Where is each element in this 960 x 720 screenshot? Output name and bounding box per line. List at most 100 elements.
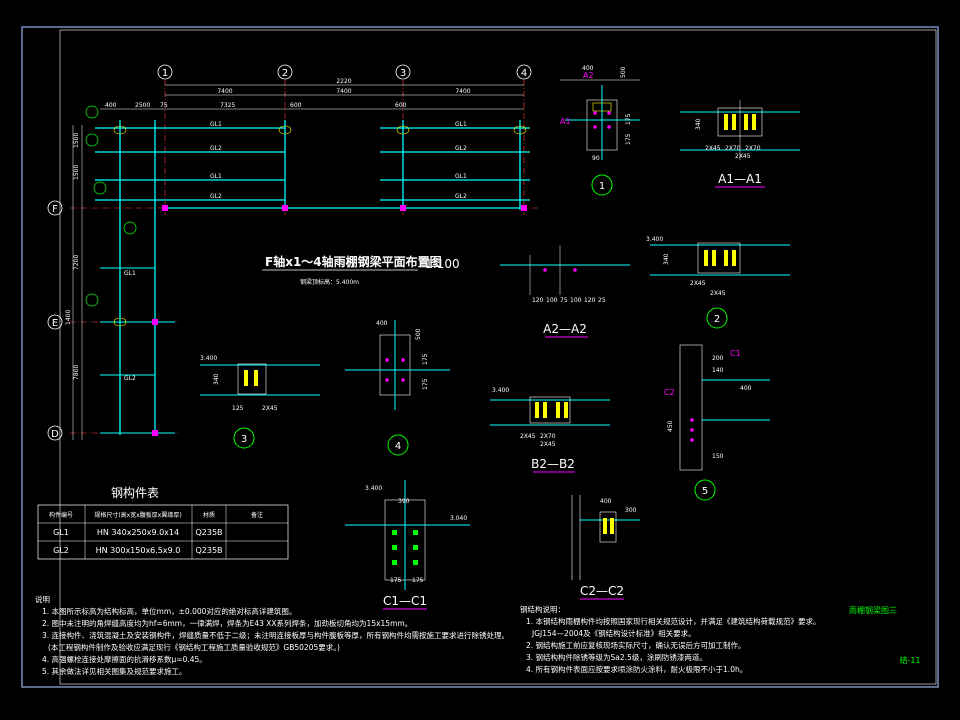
detail-3-number: 3: [241, 434, 247, 445]
beam-label: GL2: [210, 145, 222, 152]
vert-dim-3: 7200: [73, 255, 80, 270]
detail-5: 200 140 400 450 150 C1 C2 5: [664, 344, 770, 501]
detail-2-dim: 3.400: [646, 236, 663, 243]
span-dim-2: 7400: [336, 88, 351, 95]
steel-member-table: 钢构件表 构件编号 规格尺寸(高x宽x腹板厚x翼缘厚) 材质 备注 GL1 HN…: [37, 485, 289, 560]
section-a2a2: 120 100 75 100 120 25 A2—A2: [500, 245, 630, 338]
notes-left-line: (本工程钢构件制作及验收应满足现行《钢结构工程施工质量验收规范》GB50205要…: [48, 642, 340, 652]
detail-2: 3.400 340 2X45 2X45 2: [646, 236, 790, 329]
notes-right-heading: 钢结构说明：: [520, 604, 565, 614]
b2b2-dim: 2X70: [540, 433, 556, 440]
beam-label: GL2: [455, 145, 467, 152]
table-header: 构件编号: [49, 511, 73, 519]
detail-1-dim: 500: [620, 66, 627, 78]
table-header: 规格尺寸(高x宽x腹板厚x翼缘厚): [94, 511, 181, 519]
row-label-d: D: [51, 429, 59, 440]
detail-1-number: 1: [599, 181, 605, 192]
a2a2-dim: 120: [584, 297, 596, 304]
beam-label: GL1: [455, 121, 467, 128]
title-block: 雨棚钢梁图三 结-11: [849, 605, 921, 665]
c2c2-label: C2—C2: [580, 584, 624, 598]
c1c1-dim: 3.400: [365, 485, 382, 492]
section-b2b2: 3.400 2X45 2X70 2X45 B2—B2: [490, 387, 610, 473]
beam-label: GL2: [455, 193, 467, 200]
detail-4-dim: 500: [415, 328, 422, 340]
b2b2-dim: 3.400: [492, 387, 509, 394]
plan-subtitle: 钢梁顶标高：5.400m: [300, 278, 359, 286]
plan-view: 1 2 3 4 F E D 2220 7400 7400 7400 400 25…: [47, 64, 540, 441]
notes-left-line: 1. 本图所示标高为结构标高，单位mm，±0.000对应的绝对标高详建筑图。: [42, 606, 296, 616]
detail-2-number: 2: [714, 314, 720, 325]
a2a2-dim: 100: [570, 297, 582, 304]
detail-5-number: 5: [702, 486, 708, 497]
axis-label-2: 2: [282, 68, 288, 79]
detail-3-dim: 3.400: [200, 355, 217, 362]
marker-c2: C2: [664, 388, 675, 397]
a2a2-dim: 25: [598, 297, 606, 304]
a2a2-dim: 120: [532, 297, 544, 304]
drawing-name: 雨棚钢梁图三: [849, 605, 897, 615]
detail-4-dim: 400: [376, 320, 388, 327]
table-cell: Q235B: [195, 528, 222, 537]
plan-title: F轴x1～4轴雨棚钢梁平面布置图: [265, 254, 442, 269]
table-cell: HN 300x150x6.5x9.0: [96, 546, 181, 555]
vert-dim-4: 1400: [65, 310, 72, 325]
section-c1c1: 3.400 390 3.040 175 175 C1—C1: [345, 480, 470, 610]
detail-1: 400 500 175 175 90 A2 A1 1: [560, 65, 640, 196]
detail-3-dim: 2X45: [262, 405, 278, 412]
detail-5-dim: 150: [712, 453, 724, 460]
detail-1-dim: 90: [592, 155, 600, 162]
detail-4-dim: 175: [422, 378, 429, 390]
a1a1-dim: 2X45: [705, 145, 721, 152]
total-dim: 2220: [336, 78, 351, 85]
c1c1-dim: 175: [412, 577, 424, 584]
detail-3: 3.400 340 2X45 125 3: [200, 355, 320, 449]
beam-label: GL2: [210, 193, 222, 200]
notes-left-heading: 说明: [35, 594, 50, 604]
notes-left: 说明 1. 本图所示标高为结构标高，单位mm，±0.000对应的绝对标高详建筑图…: [35, 594, 509, 676]
b2b2-dim: 2X45: [520, 433, 536, 440]
a1a1-dim: 2X70: [725, 145, 741, 152]
sheet-number: 结-11: [899, 655, 920, 665]
detail-2-dim: 2X45: [690, 280, 706, 287]
c2c2-dim: 300: [625, 507, 637, 514]
section-c2c2: 400 300 C2—C2: [571, 495, 640, 600]
table-title: 钢构件表: [111, 485, 159, 500]
plan-scale: 1:100: [425, 257, 460, 271]
drawing-frame: [21, 26, 939, 688]
detail-4: 400 500 175 175 4: [345, 320, 450, 456]
b2b2-dim: 2X45: [540, 441, 556, 448]
sub-dim-5: 600: [290, 102, 302, 109]
table-header: 材质: [203, 511, 215, 519]
a1a1-dim: 340: [695, 118, 702, 130]
marker-a2: A2: [583, 71, 594, 80]
c1c1-dim: 3.040: [450, 515, 467, 522]
table-header: 备注: [251, 511, 263, 519]
a2a2-dim: 100: [546, 297, 558, 304]
detail-4-number: 4: [395, 441, 401, 452]
detail-1-dim: 400: [582, 65, 594, 72]
detail-3-dim: 340: [213, 373, 220, 385]
beam-label: GL1: [210, 173, 222, 180]
detail-2-dim: 340: [663, 253, 670, 265]
axis-label-1: 1: [162, 68, 168, 79]
beam-label: GL2: [124, 375, 136, 382]
detail-1-dim: 175: [625, 113, 632, 125]
a2a2-dim: 75: [560, 297, 568, 304]
detail-5-dim: 140: [712, 367, 724, 374]
notes-left-line: 4. 高强螺栓连接处摩擦面的抗滑移系数μ=0.45。: [42, 654, 207, 664]
notes-right-line: 2. 钢结构施工前应复核现场实际尺寸，确认无误后方可加工制作。: [526, 640, 746, 650]
row-label-e: E: [52, 318, 58, 329]
detail-2-dim: 2X45: [710, 290, 726, 297]
sub-dim-2: 2500: [135, 102, 150, 109]
table-cell: GL2: [53, 546, 69, 555]
c1c1-dim: 175: [390, 577, 402, 584]
detail-4-dim: 175: [422, 353, 429, 365]
notes-left-line: 5. 其余做法详见相关图集及规范要求施工。: [42, 666, 187, 676]
table-cell: HN 340x250x9.0x14: [97, 528, 179, 537]
table-cell: GL1: [53, 528, 69, 537]
sub-dim-3: 75: [160, 102, 168, 109]
beam-label: GL1: [124, 270, 136, 277]
c1c1-dim: 390: [398, 498, 410, 505]
inner-frame: [59, 29, 937, 685]
